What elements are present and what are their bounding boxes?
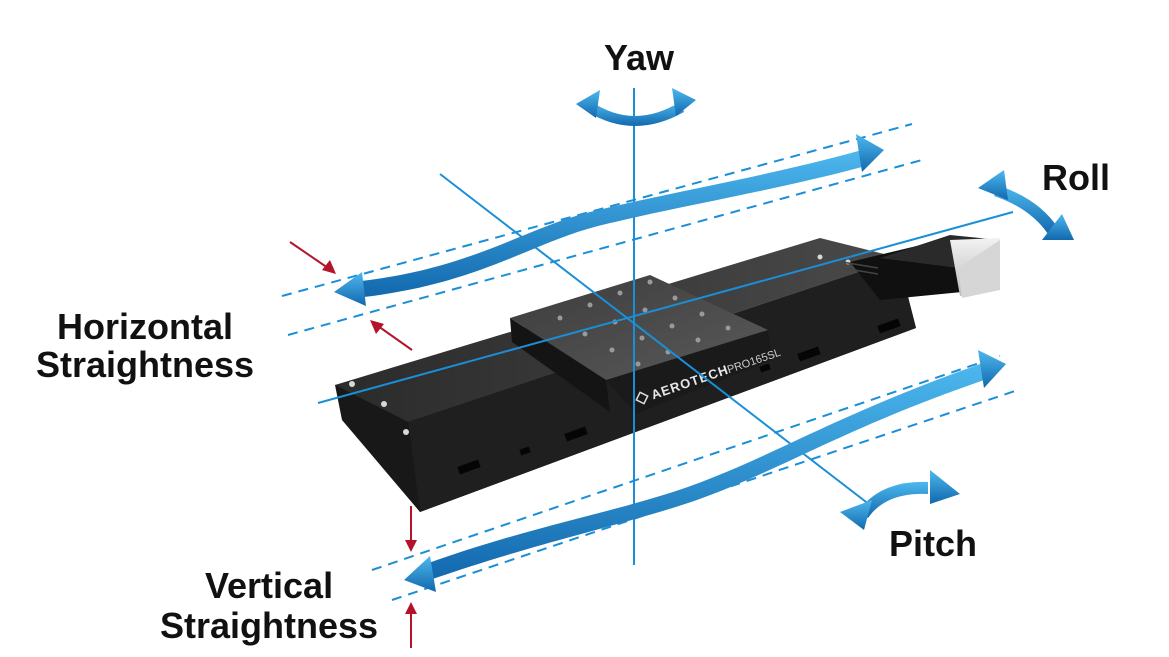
vertical-straightness-line2: Straightness [160, 605, 379, 646]
red-arrow-icon [405, 602, 417, 614]
horizontal-straightness-line1: Horizontal [57, 306, 234, 347]
linear-stage [335, 235, 1000, 512]
pitch-rotation-arrow [840, 470, 960, 530]
horizontal-guide-lines [281, 123, 923, 336]
vertical-straightness-line1: Vertical [204, 565, 334, 606]
horizontal-straightness-arrow [334, 134, 884, 306]
roll-axis-line [317, 211, 1014, 404]
yaw-label: Yaw [604, 37, 675, 78]
pitch-label: Pitch [889, 523, 978, 564]
red-arrow-icon [370, 320, 384, 334]
horizontal-straightness-label: Horizontal Straightness [36, 308, 254, 384]
vertical-straightness-arrow [404, 350, 1006, 592]
roll-label: Roll [1042, 157, 1110, 198]
roll-rotation-arrow [978, 170, 1074, 240]
red-arrow-icon [322, 260, 336, 274]
aerotech-logo-icon [635, 391, 649, 405]
indicator-arrows [289, 241, 417, 648]
yaw-rotation-arrow [576, 88, 696, 126]
horizontal-straightness-line2: Straightness [36, 344, 255, 385]
vertical-straightness-label: Vertical Straightness [160, 566, 378, 646]
red-arrow-icon [405, 540, 417, 552]
